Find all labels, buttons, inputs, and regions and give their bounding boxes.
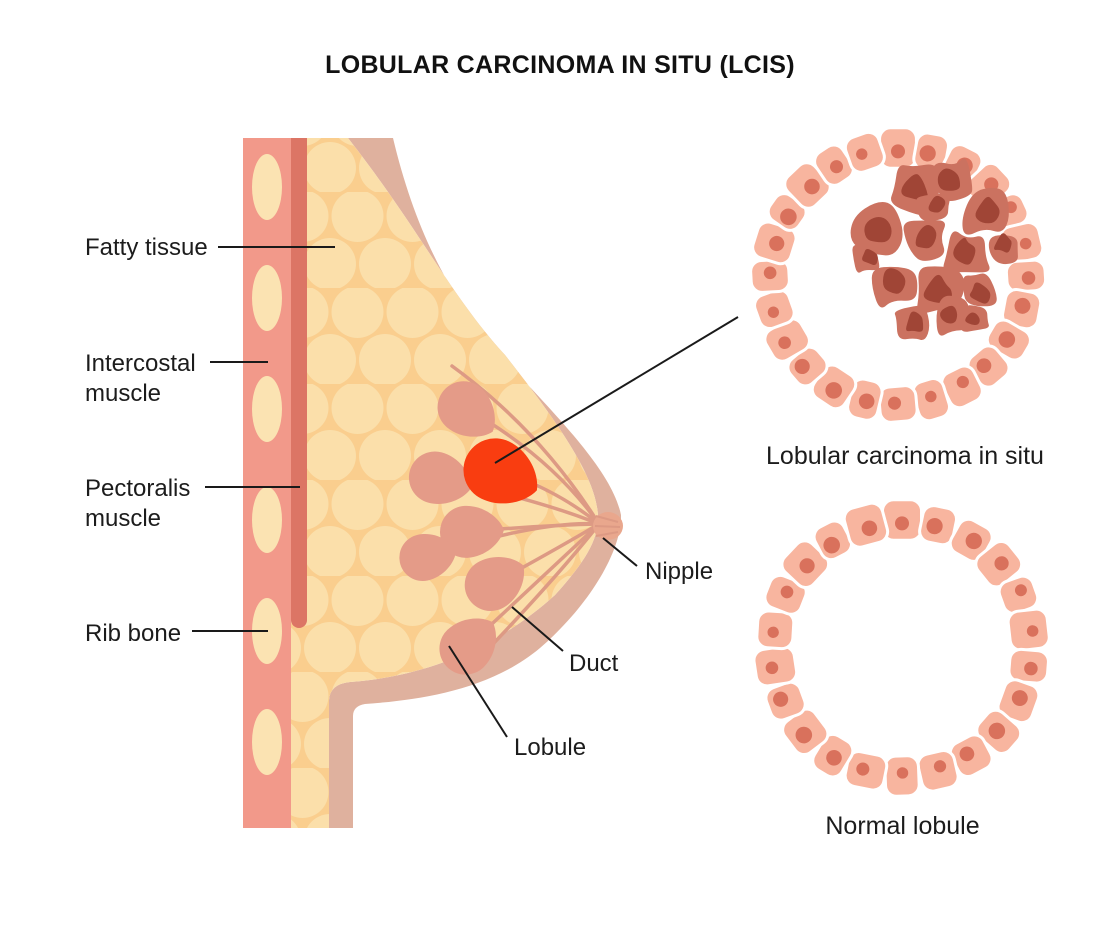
cell-nucleus [926, 518, 943, 535]
cell-nucleus [767, 626, 779, 638]
cell-nucleus [919, 145, 936, 162]
cancer-cell-nucleus [864, 216, 892, 243]
cell-nucleus [856, 148, 868, 160]
cell-nucleus [933, 760, 947, 773]
cell-nucleus [1014, 584, 1027, 597]
label-nipple: Nipple [645, 558, 714, 585]
cell-nucleus [1014, 297, 1031, 314]
cell-nucleus [976, 358, 992, 374]
duct-pointer-line [511, 606, 564, 652]
cell-nucleus [773, 691, 789, 707]
cell-nucleus [1024, 661, 1038, 676]
label-fatty-tissue: Fatty tissue [85, 234, 208, 261]
cell-nucleus [998, 331, 1016, 348]
cell-nucleus [861, 520, 878, 537]
cancer-cell-nucleus [901, 174, 929, 201]
cell-nucleus [925, 390, 937, 403]
cell-nucleus [959, 746, 975, 762]
caption-normal-lobule: Normal lobule [825, 812, 980, 840]
pointer-lines [192, 246, 739, 738]
page-title: LOBULAR CARCINOMA IN SITU (LCIS) [325, 51, 795, 79]
cell-nucleus [804, 178, 820, 195]
cancer-cell-nucleus [906, 311, 924, 332]
cell-nucleus [896, 767, 909, 779]
label-duct: Duct [569, 650, 619, 677]
cell-nucleus [895, 516, 909, 531]
cancer-cell-nucleus [940, 305, 958, 324]
cell-nucleus [778, 336, 791, 350]
cell-nucleus [858, 393, 875, 410]
lobule-pointer-line [448, 645, 508, 738]
cell-nucleus [795, 726, 813, 744]
cell-nucleus [769, 235, 785, 252]
cell-nucleus [763, 266, 777, 280]
cancer-cell-nucleus [915, 224, 937, 249]
cell-nucleus [988, 722, 1006, 740]
cell-nucleus [984, 177, 999, 192]
cell-nucleus [765, 661, 779, 675]
cell-nucleus [1021, 271, 1036, 285]
cell-nucleus [825, 382, 842, 399]
cancer-cell-nucleus [928, 195, 946, 213]
cell-nucleus [794, 358, 810, 375]
label-lobule: Lobule [514, 734, 587, 761]
cell-nucleus [891, 144, 905, 159]
cell-nucleus [994, 556, 1009, 571]
carcinoma-pointer-line [494, 316, 739, 464]
label-rib-bone: Rib bone [85, 620, 182, 647]
cell-nucleus [799, 558, 815, 574]
cancer-cell-nucleus [975, 196, 1000, 224]
cell-nucleus [767, 306, 780, 318]
cell-nucleus [887, 396, 902, 410]
cell-nucleus [956, 375, 969, 389]
nipple-duct-openings [594, 515, 621, 537]
cell-nucleus [823, 536, 840, 554]
normal-lobule-ring [752, 498, 1051, 798]
cancer-cell-nucleus [969, 282, 991, 304]
cell-nucleus [780, 585, 794, 599]
caption-lcis: Lobular carcinoma in situ [766, 442, 1044, 470]
cell-nucleus [826, 749, 842, 766]
cancer-cell-nucleus [862, 249, 878, 266]
label-pectoralis-muscle: Pectoralis muscle [85, 475, 191, 532]
cell-nucleus [1011, 690, 1028, 707]
cell-nucleus [965, 532, 982, 550]
cancer-cell-nucleus [953, 237, 976, 265]
label-intercostal-muscle: Intercostal muscle [85, 350, 196, 407]
cell-nucleus [1026, 625, 1039, 637]
cancer-cell-nucleus [882, 268, 906, 294]
lcis-lobule-ring [749, 126, 1048, 424]
cancer-cell-cluster [850, 158, 1018, 341]
cancer-cell-nucleus [923, 274, 952, 304]
cancer-cell-nucleus [937, 168, 961, 191]
lobules [399, 381, 525, 675]
cell-nucleus [856, 762, 870, 776]
cancer-cell-nucleus [965, 312, 980, 326]
rib-bones [252, 154, 282, 775]
nipple-pointer-line [602, 537, 638, 567]
carcinoma-lobule [463, 438, 538, 504]
cancer-cell-nucleus [994, 233, 1012, 253]
pectoralis-muscle-strip [291, 138, 307, 628]
cell-nucleus [829, 160, 844, 174]
cell-nucleus [1019, 237, 1032, 250]
breast-cross-section-illustration [243, 138, 623, 828]
cell-nucleus [780, 208, 797, 226]
